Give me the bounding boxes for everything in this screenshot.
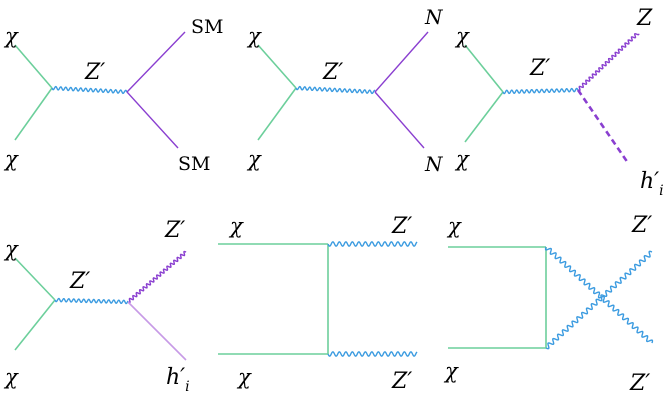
n-label-out-bottom: N	[424, 152, 444, 176]
incoming-fermion-top	[257, 44, 297, 89]
outgoing-sm-top	[126, 31, 186, 93]
h-label-out-bottom: h′i	[640, 169, 664, 199]
diagram-u-channel-zprime-zprime: χ χ Z′ Z′	[443, 213, 654, 396]
outgoing-n-bottom	[374, 91, 425, 149]
zprime-label-mediator: Z′	[529, 56, 550, 81]
outgoing-zprime-crossed-a	[544, 246, 654, 344]
chi-label-in-top: χ	[454, 24, 470, 48]
outgoing-z-boson	[577, 32, 640, 92]
zprime-label-out-top: Z′	[631, 213, 652, 238]
mediator-zprime-propagator	[54, 297, 129, 305]
incoming-fermion-top	[14, 44, 53, 89]
incoming-fermion-bottom	[257, 87, 297, 141]
chi-label-in-top: χ	[246, 24, 262, 48]
diagram-annihilation-to-zprime-h: χ χ Z′ Z′ h′i	[3, 218, 190, 395]
incoming-fermion-top	[14, 257, 56, 301]
outgoing-sm-bottom	[126, 91, 179, 149]
chi-label-in-top: χ	[446, 214, 462, 238]
zprime-label-mediator: Z′	[322, 60, 343, 85]
chi-label-in-bottom: χ	[3, 365, 19, 389]
incoming-fermion-top	[464, 44, 504, 93]
mediator-zprime-propagator	[502, 87, 579, 95]
chi-label-in-bottom: χ	[246, 147, 262, 171]
outgoing-scalar-h	[127, 301, 187, 361]
outgoing-zprime-crossed-b	[545, 250, 653, 350]
sm-label-out-top: SM	[191, 16, 223, 38]
h-label-out-bottom: h′i	[166, 365, 190, 395]
chi-label-in-bottom: χ	[454, 147, 470, 171]
chi-label-in-top: χ	[3, 24, 19, 48]
outgoing-zprime-top	[327, 241, 418, 247]
outgoing-n-top	[374, 31, 429, 93]
mediator-zprime-propagator	[51, 85, 128, 95]
outgoing-zprime-boson	[127, 250, 187, 304]
diagram-annihilation-to-n: χ χ Z′ N N	[246, 5, 444, 176]
zprime-label-mediator: Z′	[69, 269, 90, 294]
sm-label-out-bottom: SM	[178, 153, 210, 175]
incoming-fermion-bottom	[14, 299, 56, 351]
z-label-out-top: Z	[636, 6, 653, 31]
chi-label-in-top: χ	[3, 237, 19, 261]
incoming-fermion-bottom	[464, 91, 504, 143]
zprime-label-out-bottom: Z′	[391, 369, 412, 394]
diagram-annihilation-to-z-h: χ χ Z′ Z h′i	[454, 6, 664, 199]
mediator-zprime-propagator	[295, 85, 376, 95]
zprime-label-out-bottom: Z′	[629, 371, 650, 396]
chi-label-in-bottom: χ	[236, 365, 252, 389]
zprime-label-mediator: Z′	[84, 60, 105, 85]
zprime-label-out-top: Z′	[391, 214, 412, 239]
chi-label-in-bottom: χ	[443, 359, 459, 383]
zprime-label-out-top: Z′	[164, 218, 185, 243]
chi-label-in-top: χ	[228, 214, 244, 238]
incoming-fermion-bottom	[14, 87, 53, 141]
diagram-annihilation-to-sm: χ χ Z′ SM SM	[3, 16, 223, 175]
outgoing-zprime-bottom	[327, 351, 418, 357]
chi-label-in-bottom: χ	[3, 147, 19, 171]
outgoing-scalar-h-dashed	[576, 89, 630, 164]
diagram-t-channel-zprime-zprime: χ χ Z′ Z′	[218, 214, 418, 394]
n-label-out-top: N	[424, 5, 444, 29]
